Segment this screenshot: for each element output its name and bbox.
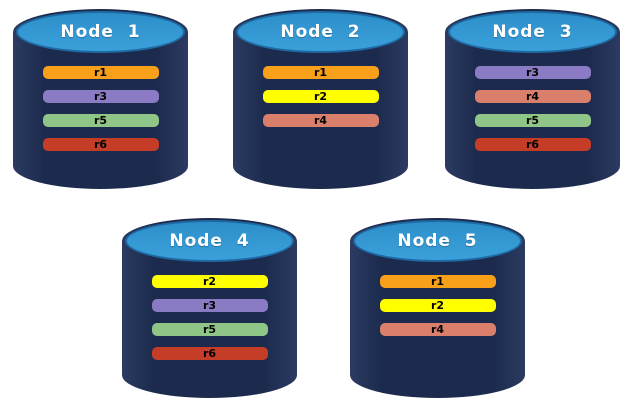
replica-label: r3 bbox=[202, 299, 217, 312]
replica-bar: r6 bbox=[474, 138, 591, 151]
replica-bar: r2 bbox=[379, 299, 496, 312]
replica-bar: r6 bbox=[42, 138, 159, 151]
replica-label: r2 bbox=[313, 90, 328, 103]
cylinder-top: Node 5 bbox=[353, 220, 522, 262]
replica-label: r1 bbox=[430, 275, 445, 288]
replica-bar-stack: r1 r2 r4 bbox=[233, 66, 408, 127]
replica-label: r5 bbox=[525, 114, 540, 127]
cylinder-top: Node 1 bbox=[16, 11, 185, 53]
replica-label: r1 bbox=[313, 66, 328, 79]
replica-bar: r1 bbox=[379, 275, 496, 288]
replica-bar-stack: r3 r4 r5 r6 bbox=[445, 66, 620, 151]
replica-bar: r1 bbox=[42, 66, 159, 79]
cylinder-top: Node 4 bbox=[125, 220, 294, 262]
db-node-5: Node 5 r1 r2 r4 bbox=[350, 218, 525, 398]
replica-bar: r4 bbox=[262, 114, 379, 127]
replica-label: r1 bbox=[93, 66, 108, 79]
node-title: Node 4 bbox=[169, 231, 250, 251]
replica-label: r5 bbox=[202, 323, 217, 336]
node-title: Node 2 bbox=[280, 22, 361, 42]
replica-bar: r1 bbox=[262, 66, 379, 79]
replica-bar: r6 bbox=[151, 347, 268, 360]
replica-bar: r2 bbox=[262, 90, 379, 103]
db-node-1: Node 1 r1 r3 r5 r6 bbox=[13, 9, 188, 189]
node-title: Node 3 bbox=[492, 22, 573, 42]
replica-bar-stack: r1 r2 r4 bbox=[350, 275, 525, 336]
replica-label: r4 bbox=[430, 323, 445, 336]
replica-label: r6 bbox=[525, 138, 540, 151]
replica-bar-stack: r1 r3 r5 r6 bbox=[13, 66, 188, 151]
replica-bar: r4 bbox=[474, 90, 591, 103]
cylinder-top: Node 3 bbox=[448, 11, 617, 53]
cylinder-top: Node 2 bbox=[236, 11, 405, 53]
replica-bar: r5 bbox=[474, 114, 591, 127]
replica-label: r6 bbox=[93, 138, 108, 151]
replica-bar: r4 bbox=[379, 323, 496, 336]
replica-label: r5 bbox=[93, 114, 108, 127]
replica-label: r4 bbox=[525, 90, 540, 103]
replica-bar: r5 bbox=[151, 323, 268, 336]
replica-label: r2 bbox=[430, 299, 445, 312]
replica-bar: r3 bbox=[42, 90, 159, 103]
replica-bar: r2 bbox=[151, 275, 268, 288]
replica-bar: r3 bbox=[474, 66, 591, 79]
replica-label: r2 bbox=[202, 275, 217, 288]
db-node-4: Node 4 r2 r3 r5 r6 bbox=[122, 218, 297, 398]
db-node-3: Node 3 r3 r4 r5 r6 bbox=[445, 9, 620, 189]
replica-label: r6 bbox=[202, 347, 217, 360]
replica-label: r3 bbox=[525, 66, 540, 79]
node-title: Node 1 bbox=[60, 22, 141, 42]
db-node-2: Node 2 r1 r2 r4 bbox=[233, 9, 408, 189]
replica-bar: r3 bbox=[151, 299, 268, 312]
replica-label: r4 bbox=[313, 114, 328, 127]
replica-bar: r5 bbox=[42, 114, 159, 127]
replica-bar-stack: r2 r3 r5 r6 bbox=[122, 275, 297, 360]
node-title: Node 5 bbox=[397, 231, 478, 251]
replica-label: r3 bbox=[93, 90, 108, 103]
